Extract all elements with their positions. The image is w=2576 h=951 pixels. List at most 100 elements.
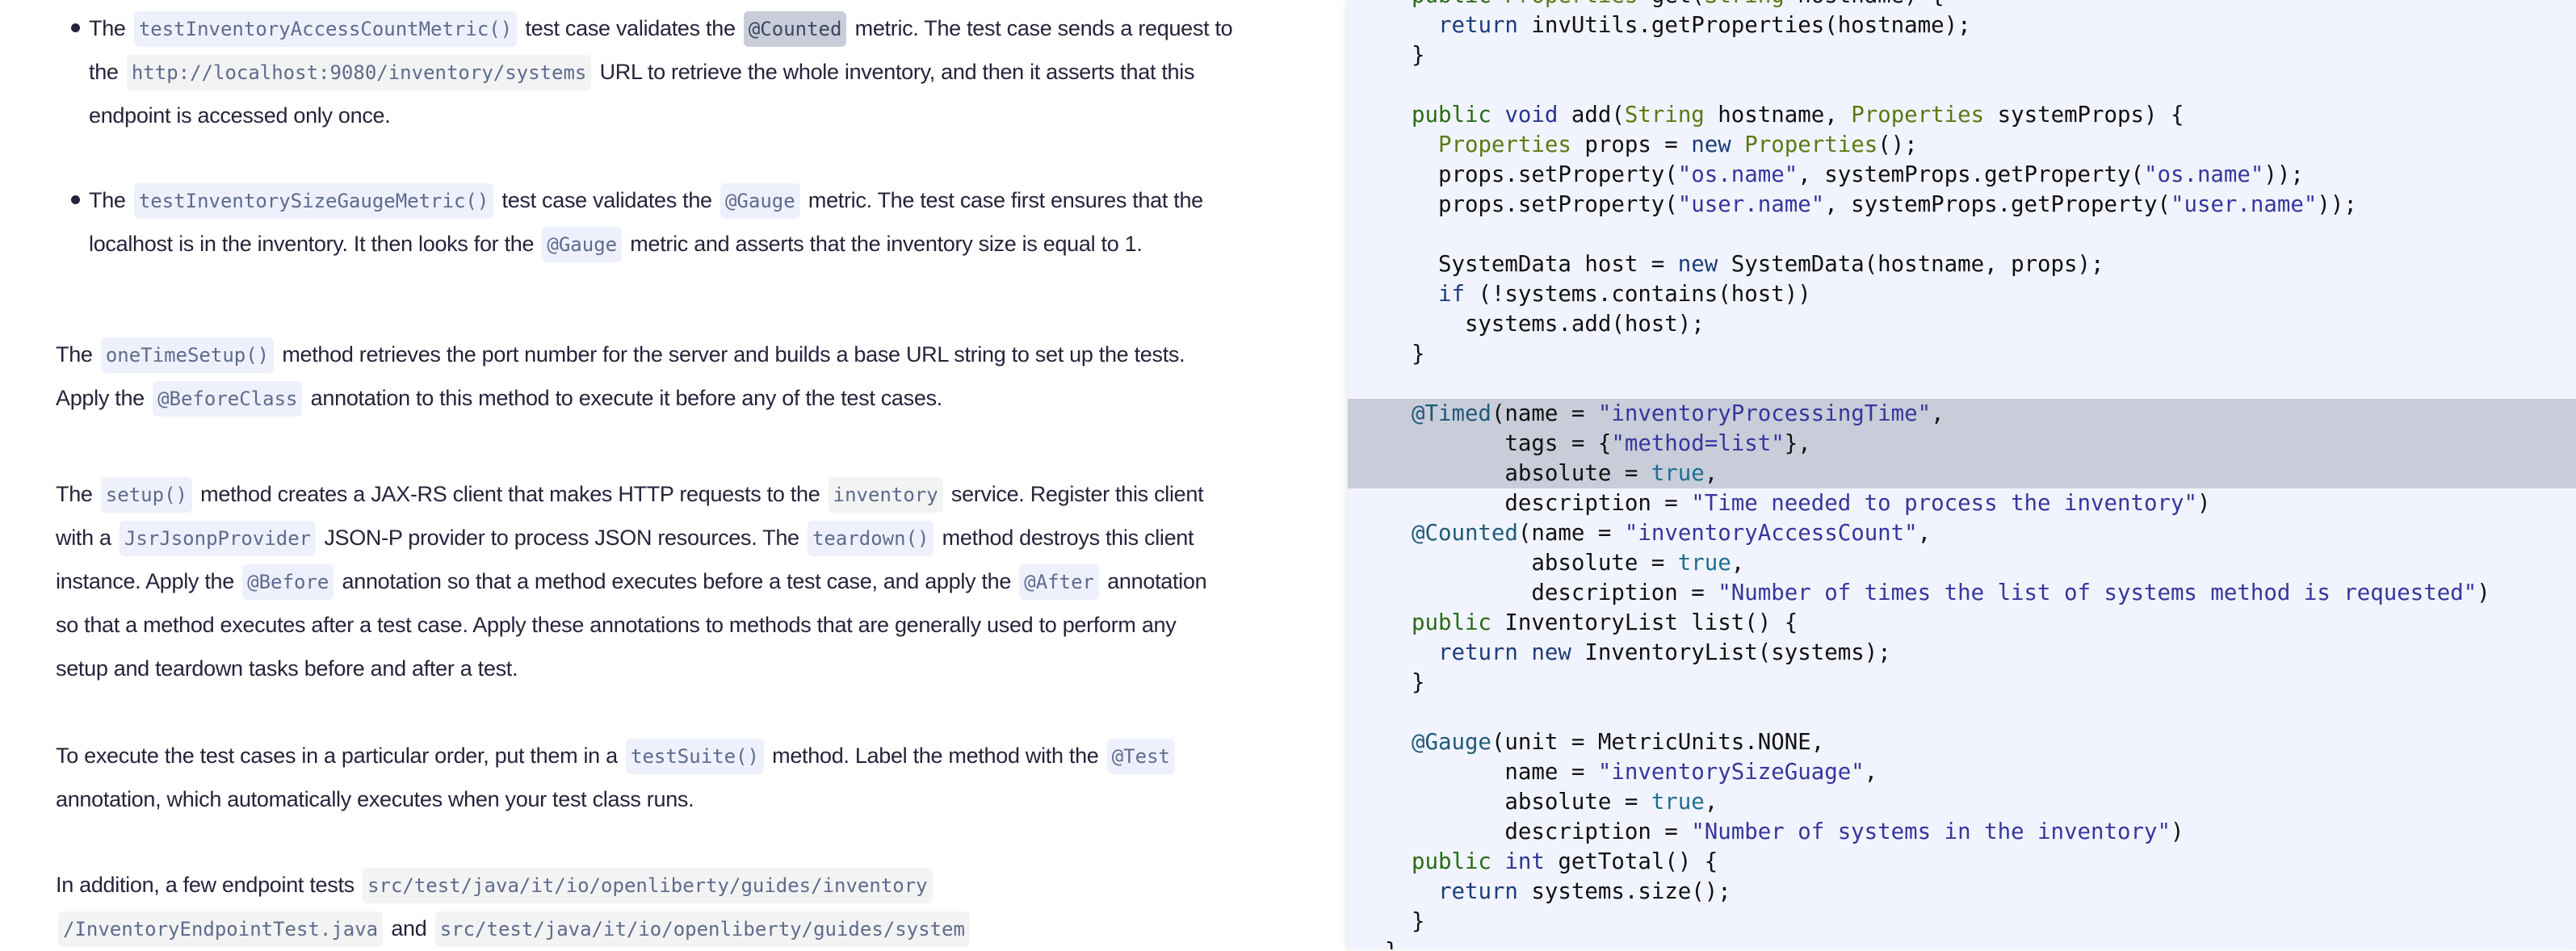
code-token: return bbox=[1437, 13, 1518, 38]
text-segment: In addition, a few endpoint tests bbox=[56, 873, 361, 897]
code-token: new bbox=[1691, 132, 1731, 157]
code-token: Properties bbox=[1851, 103, 1985, 128]
code-token: String bbox=[1705, 0, 1785, 8]
code-token: get( bbox=[1638, 0, 1705, 8]
text-segment: The bbox=[89, 16, 132, 40]
text-segment: annotation bbox=[1101, 569, 1207, 593]
code-token: true bbox=[1677, 551, 1731, 576]
code-token: add( bbox=[1558, 103, 1625, 128]
text-line: localhost is in the inventory. It then l… bbox=[89, 222, 1349, 266]
bullet-access-count-metric: The testInventoryAccessCountMetric() tes… bbox=[71, 6, 1349, 137]
code-token: new bbox=[1677, 252, 1718, 277]
inline-code: inventory bbox=[828, 477, 943, 513]
code-token: SystemData(hostname, props); bbox=[1718, 252, 2104, 277]
code-line bbox=[1385, 70, 2576, 100]
code-token: systems.add(host); bbox=[1385, 312, 1705, 337]
text-segment: metric. The test case sends a request to bbox=[849, 16, 1233, 40]
inline-code: @After bbox=[1019, 564, 1099, 600]
code-token: (!systems.contains(host)) bbox=[1464, 282, 1811, 307]
code-token: props = bbox=[1571, 132, 1692, 157]
text-segment: The bbox=[89, 188, 132, 212]
inline-code: http://localhost:9080/inventory/systems bbox=[126, 55, 592, 90]
code-token: return bbox=[1437, 640, 1518, 665]
code-line: absolute = true, bbox=[1385, 787, 2576, 817]
code-line: props.setProperty("os.name", systemProps… bbox=[1385, 160, 2576, 190]
code-token bbox=[1491, 849, 1505, 874]
code-token: "Time needed to process the inventory" bbox=[1691, 491, 2197, 516]
code-token: public bbox=[1412, 0, 1491, 8]
text-segment: method creates a JAX-RS client that make… bbox=[194, 482, 826, 506]
code-token: Properties bbox=[1437, 132, 1571, 157]
text-segment: metric. The test case first ensures that… bbox=[802, 188, 1203, 212]
code-line: public int getTotal() { bbox=[1385, 847, 2576, 877]
text-line: so that a method executes after a test c… bbox=[56, 603, 1315, 647]
code-line: return systems.size(); bbox=[1385, 877, 2576, 907]
text-segment: so that a method executes after a test c… bbox=[56, 613, 1177, 637]
code-token: @Timed bbox=[1411, 401, 1491, 426]
code-token: "inventoryProcessingTime" bbox=[1597, 401, 1932, 426]
text-segment: The bbox=[56, 342, 99, 367]
code-token bbox=[1385, 879, 1438, 904]
code-token: ) bbox=[2477, 580, 2490, 605]
text-segment: endpoint is accessed only once. bbox=[89, 103, 391, 128]
code-line: public void add(String hostname, Propert… bbox=[1385, 100, 2576, 130]
code-line: return invUtils.getProperties(hostname); bbox=[1385, 10, 2576, 40]
code-token: (); bbox=[1877, 132, 1918, 157]
code-token bbox=[1491, 103, 1505, 128]
code-block[interactable]: public Properties get(String hostname) {… bbox=[1348, 0, 2576, 949]
code-token: } bbox=[1385, 43, 1425, 68]
code-token: } bbox=[1385, 909, 1425, 934]
text-segment: instance. Apply the bbox=[56, 569, 241, 593]
paragraph-endpoint-tests: In addition, a few endpoint tests src/te… bbox=[56, 863, 1315, 950]
guide-text-panel: The testInventoryAccessCountMetric() tes… bbox=[56, 6, 1349, 950]
code-panel[interactable]: public Properties get(String hostname) {… bbox=[1348, 0, 2576, 949]
text-segment: To execute the test cases in a particula… bbox=[56, 744, 623, 768]
text-segment: and bbox=[385, 916, 433, 941]
code-token: (unit = MetricUnits.NONE, bbox=[1491, 730, 1825, 755]
code-line bbox=[1385, 698, 2576, 727]
code-line: public InventoryList list() { bbox=[1385, 608, 2576, 638]
code-token: } bbox=[1385, 341, 1425, 367]
code-line: return new InventoryList(systems); bbox=[1385, 638, 2576, 668]
text-line: the http://localhost:9080/inventory/syst… bbox=[89, 50, 1349, 94]
code-line-highlighted: tags = {"method=list"}, bbox=[1348, 429, 2576, 459]
code-token: int bbox=[1504, 849, 1545, 874]
text-segment: method retrieves the port number for the… bbox=[276, 342, 1185, 367]
text-line: annotation, which automatically executes… bbox=[56, 777, 1315, 821]
code-token: (name = bbox=[1517, 521, 1625, 546]
inline-code: JsrJsonpProvider bbox=[119, 521, 317, 556]
code-token bbox=[1385, 521, 1412, 546]
inline-code: teardown() bbox=[807, 521, 934, 556]
code-token bbox=[1385, 730, 1412, 755]
bullet-dot-icon bbox=[71, 195, 80, 204]
inline-code: src/test/java/it/io/openliberty/guides/i… bbox=[363, 868, 933, 903]
text-segment: the bbox=[89, 60, 124, 84]
inline-code: testInventorySizeGaugeMetric() bbox=[133, 183, 494, 219]
code-token: )); bbox=[2317, 192, 2357, 217]
code-line: description = "Number of systems in the … bbox=[1385, 817, 2576, 847]
text-line: The setup() method creates a JAX-RS clie… bbox=[56, 472, 1315, 516]
code-token: "method=list" bbox=[1611, 431, 1785, 456]
code-token bbox=[1385, 103, 1412, 128]
code-token: hostname) { bbox=[1785, 0, 1944, 8]
code-token: if bbox=[1437, 282, 1465, 307]
text-line: The testInventoryAccessCountMetric() tes… bbox=[89, 6, 1349, 50]
inline-code: @Gauge bbox=[542, 227, 623, 262]
inline-code: @Gauge bbox=[720, 183, 800, 219]
code-token: , systemProps.getProperty( bbox=[1798, 162, 2144, 187]
text-segment: metric and asserts that the inventory si… bbox=[624, 232, 1143, 256]
code-token: , bbox=[1704, 461, 1718, 486]
code-line: systems.add(host); bbox=[1385, 309, 2576, 339]
inline-code: /InventoryEndpointTest.java bbox=[58, 911, 384, 947]
code-line-highlighted: @Timed(name = "inventoryProcessingTime", bbox=[1348, 399, 2576, 429]
code-token bbox=[1385, 132, 1438, 157]
code-line: @Counted(name = "inventoryAccessCount", bbox=[1385, 518, 2576, 548]
paragraph-setup-teardown: The setup() method creates a JAX-RS clie… bbox=[56, 472, 1315, 690]
text-line: In addition, a few endpoint tests src/te… bbox=[56, 863, 1315, 907]
code-token: true bbox=[1651, 461, 1705, 486]
code-token: "os.name" bbox=[1677, 162, 1798, 187]
code-token: , bbox=[1704, 790, 1718, 815]
inline-code: setup() bbox=[100, 477, 192, 513]
code-token: props.setProperty( bbox=[1385, 162, 1678, 187]
text-segment: test case validates the bbox=[496, 188, 718, 212]
